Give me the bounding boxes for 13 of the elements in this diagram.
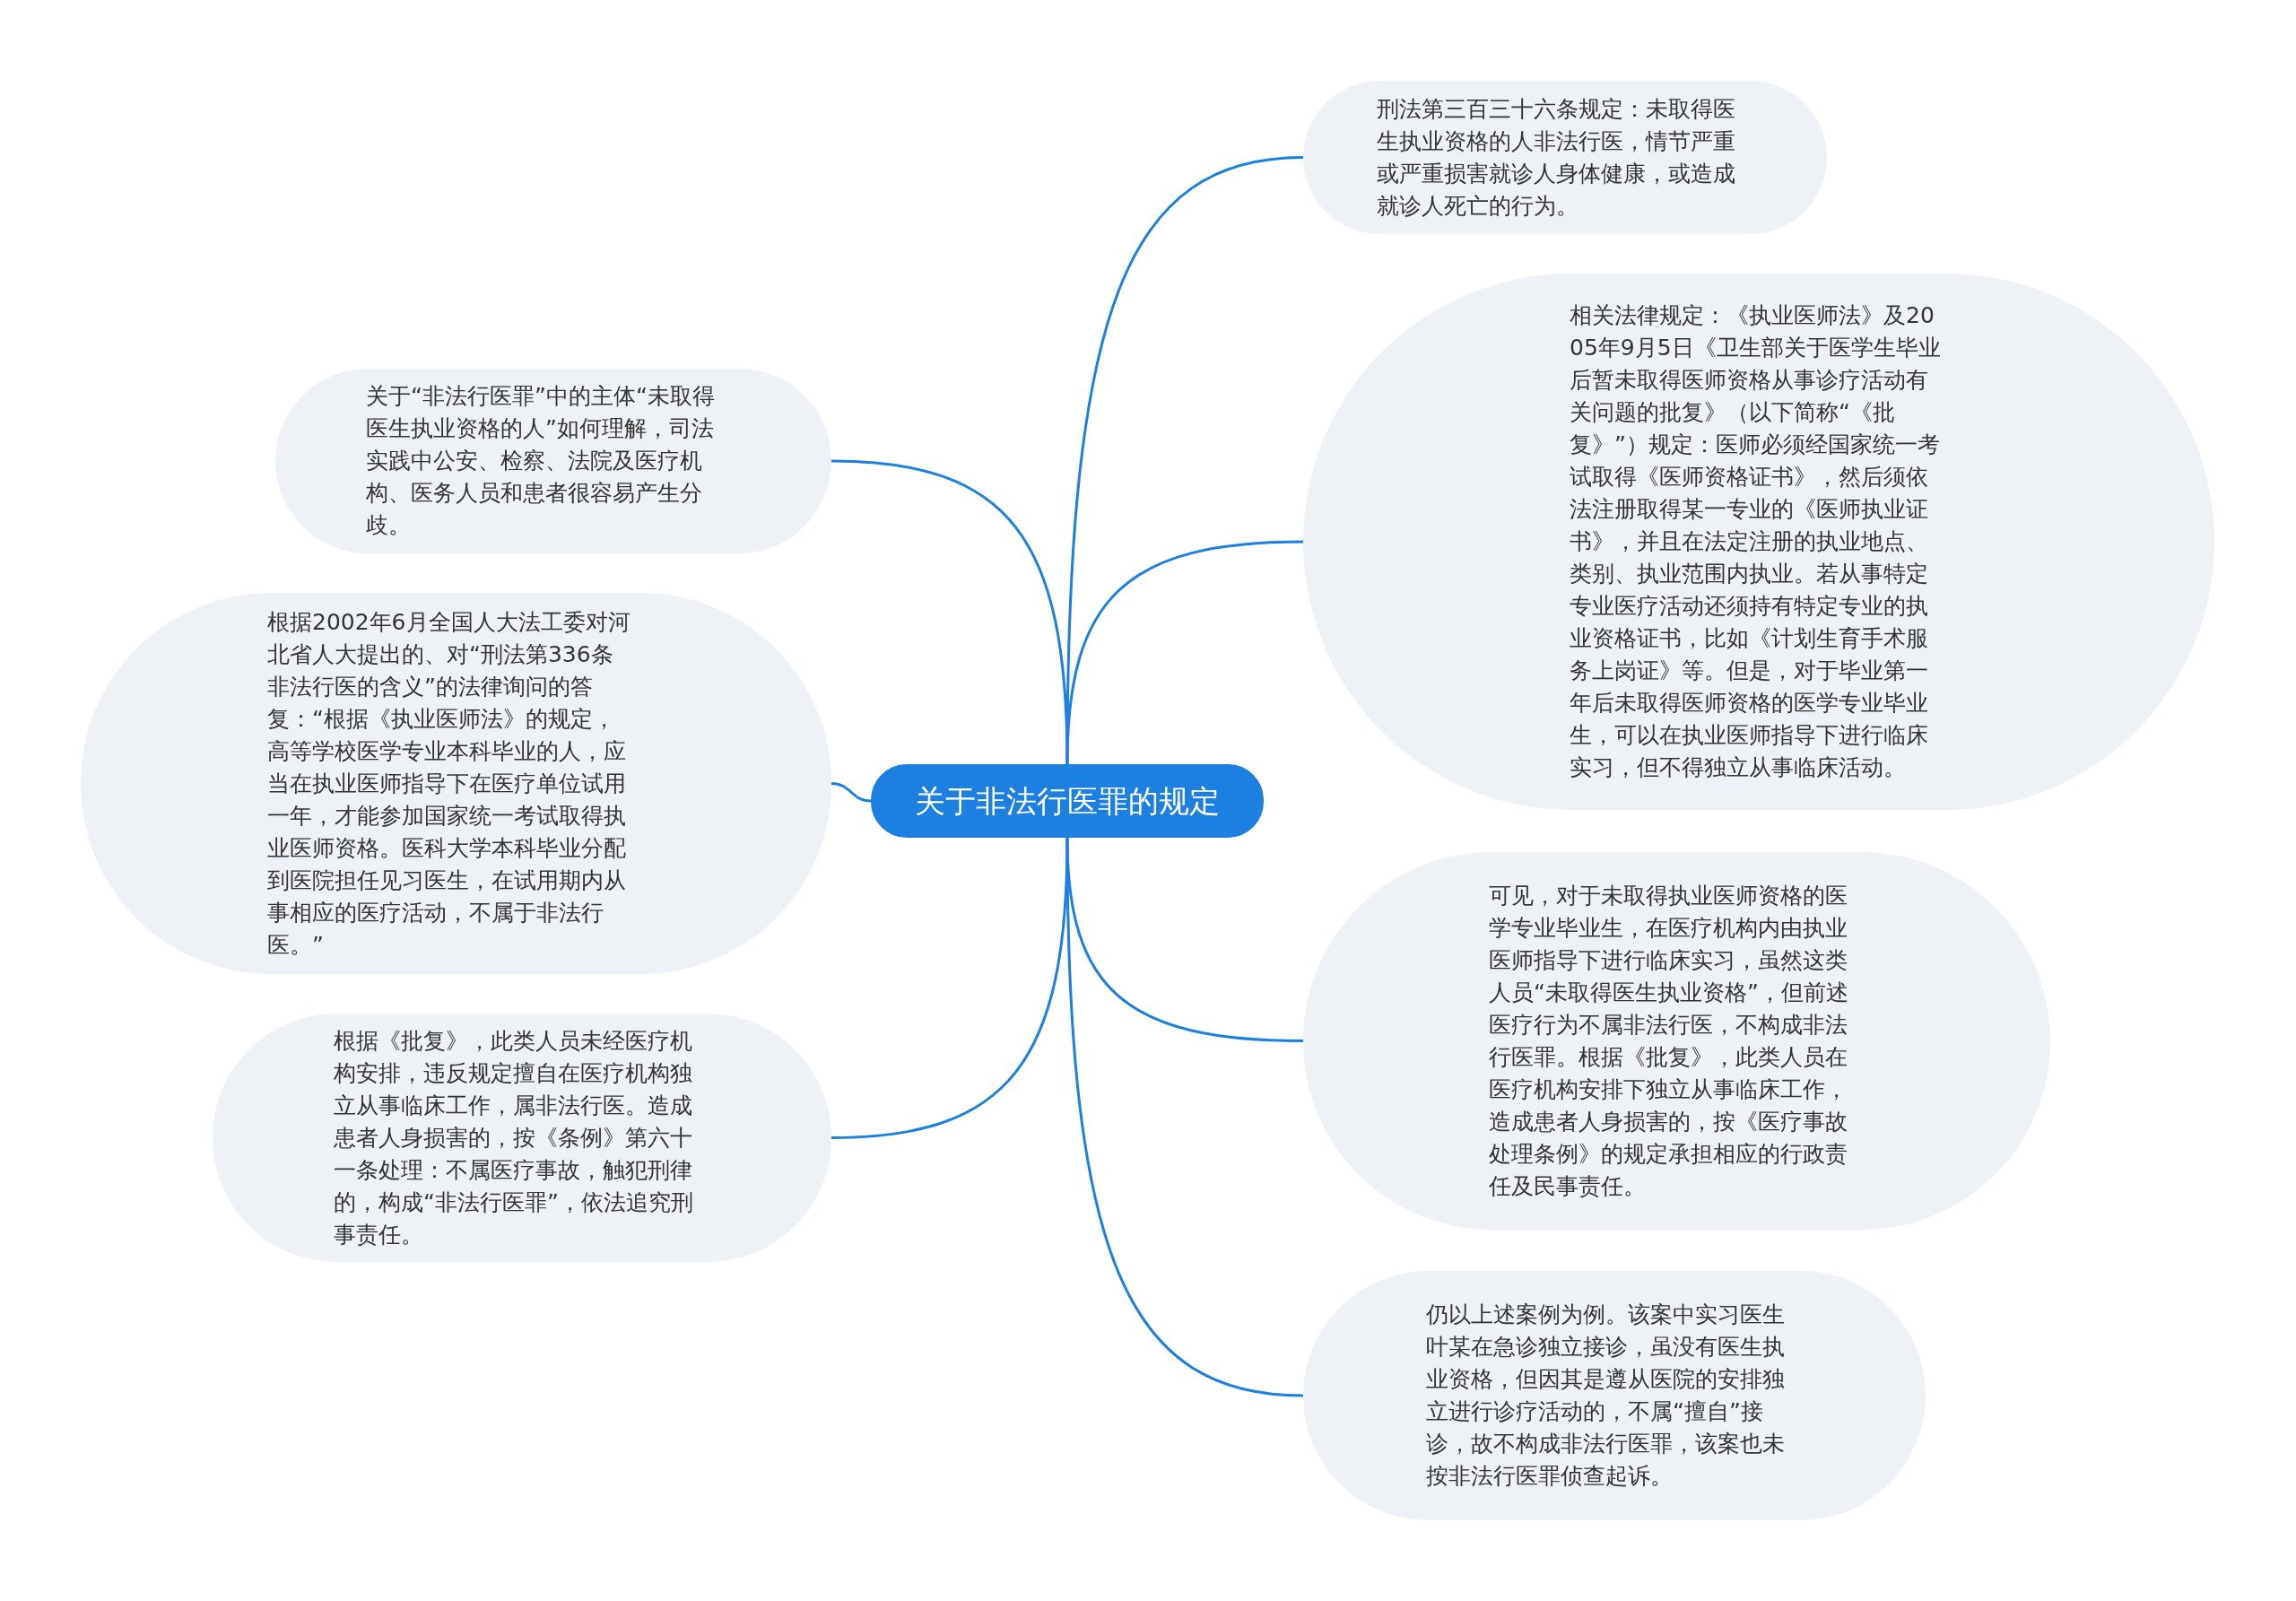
topic-text: 相关法律规定：《执业医师法》及2005年9月5日《卫生部关于医学生毕业后暂未取得医师资格从事诊疗活动有关问题的批复》（以下简称“《批复》”）规定：医师必须经国家统一考试取得《医师资格证书》，然后须依法注册取得某一专业的《医师执业证书》，并且在法定注册的执业地点、类别、执业范围内执业。若从事特定专业医疗活动还须持有特定专业的执业资格证书，比如《计划生育手术服务上岗证》等。但是，对于毕业第一年后未取得医师资格的医学专业毕业生，可以在执业医师指导下进行临床实习，但不得独立从事临床活动。 bbox=[1570, 301, 1942, 782]
topic-text: 根据《批复》，此类人员未经医疗机构安排，违反规定擅自在医疗机构独立从事临床工作，属非法行医。造成患者人身损害的，按《条例》第六十一条处理：不属医疗事故，触犯刑律的，构成“非法行医罪”，依法追究刑事责任。 bbox=[334, 1026, 694, 1249]
topic-text: 仍以上述案例为例。该案中实习医生叶某在急诊独立接诊，虽没有医生执业资格，但因其是遵从医院的安排独立进行诊疗活动的，不属“擅自”接诊，故不构成非法行医罪，该案也未按非法行医罪侦查起诉。 bbox=[1426, 1301, 1786, 1491]
topic-text: 刑法第三百三十六条规定：未取得医生执业资格的人非法行医，情节严重或严重损害就诊人身体健康，或造成就诊人死亡的行为。 bbox=[1377, 94, 1736, 221]
connector-line bbox=[831, 782, 872, 803]
connector-line bbox=[1065, 838, 1304, 1397]
connector-line bbox=[831, 837, 1069, 1139]
topic-text: 可见，对于未取得执业医师资格的医学专业毕业生，在医疗机构内由执业医师指导下进行临床实习，虽然这类人员“未取得医生执业资格”，但前述医疗行为不属非法行医，不构成非法行医罪。根据《批复》，此类人员在医疗机构安排下独立从事临床工作，造成患者人身损害的，按《医疗事故处理条例》的规定承担相应的行政责任及民事责任。 bbox=[1489, 881, 1849, 1201]
topic-text: 关于“非法行医罪”中的主体“未取得医生执业资格的人”如何理解，司法实践中公安、检察、法院及医疗机构、医务人员和患者很容易产生分歧。 bbox=[366, 382, 716, 540]
topic-text: 根据2002年6月全国人大法工委对河北省人大提出的、对“刑法第336条非法行医的含义”的法律询问的答复：“根据《执业医师法》的规定，高等学校医学专业本科毕业的人，应当在执业医师指导下在医疗单位试用一年，才能参加国家统一考试取得执业医师资格。医科大学本科毕业分配到医院担任见习医生，在试用期内从事相应的医疗活动，不属于非法行医。” bbox=[267, 607, 631, 960]
connector-line bbox=[831, 459, 1069, 765]
connector-line bbox=[1065, 540, 1304, 765]
topic-title: 关于非法行医罪的规定 bbox=[915, 782, 1220, 821]
